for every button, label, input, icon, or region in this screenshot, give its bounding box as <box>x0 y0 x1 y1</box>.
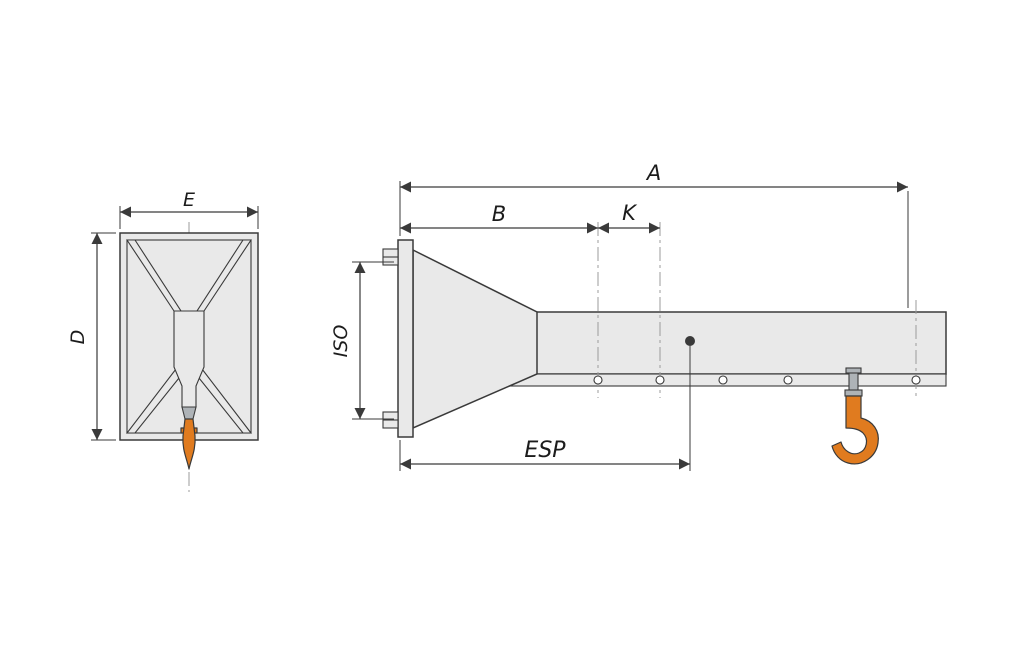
front-clevis <box>181 406 197 420</box>
gusset <box>412 248 538 430</box>
front-view: E D <box>67 189 259 492</box>
dim-B: B <box>400 202 598 234</box>
hole-2 <box>655 375 665 385</box>
dim-label-E: E <box>183 189 195 211</box>
dim-label-D: D <box>67 330 89 345</box>
dim-K: K <box>598 201 660 234</box>
hook-pin-cap <box>845 367 862 374</box>
front-hook <box>182 418 196 470</box>
dim-A: A <box>399 161 909 308</box>
hole-1 <box>593 375 603 385</box>
dim-label-B: B <box>492 202 506 226</box>
crane-hook <box>831 395 879 465</box>
hole-4 <box>783 375 793 385</box>
dim-ISO: ISO <box>330 261 394 420</box>
hook-assembly <box>831 367 879 465</box>
dim-label-ISO: ISO <box>330 325 352 358</box>
dim-D: D <box>67 232 116 441</box>
dim-ESP: ESP <box>399 346 691 471</box>
side-view: A B K ISO <box>330 161 947 471</box>
pivot-point <box>685 336 695 346</box>
back-plate <box>397 239 414 438</box>
dim-E: E <box>119 189 259 229</box>
dim-label-A: A <box>645 161 661 185</box>
hole-3 <box>718 375 728 385</box>
hole-5 <box>911 375 921 385</box>
hook-nut <box>844 389 863 397</box>
dim-label-ESP: ESP <box>524 438 566 463</box>
dim-label-K: K <box>622 201 638 225</box>
